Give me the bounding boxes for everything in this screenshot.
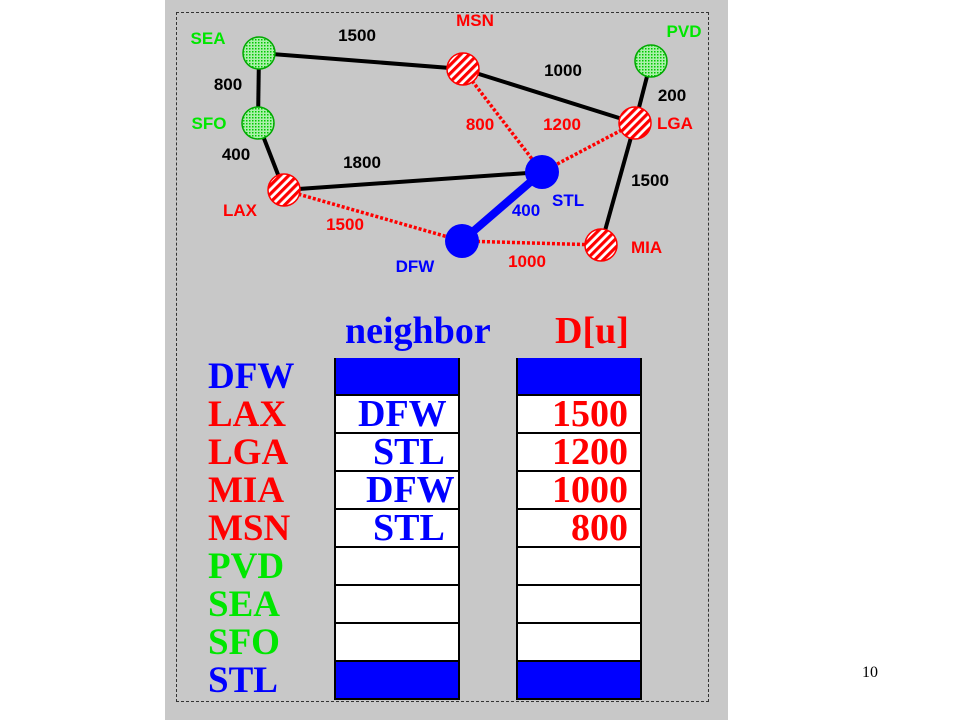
edge-lax-stl: [283, 170, 543, 192]
neighbor-cell-lax: DFW: [336, 395, 458, 434]
node-msn: [446, 52, 480, 86]
distance-cell-stl: [518, 662, 640, 700]
edge-weight-lax-stl: 1800: [343, 153, 381, 172]
node-label-sfo: SFO: [192, 114, 227, 133]
distance-cell-lga: 1200: [518, 433, 640, 472]
neighbor-cell-mia: DFW: [336, 471, 458, 510]
vertex-label-stl: STL: [208, 660, 278, 701]
edge-weight-dfw-stl: 400: [512, 201, 540, 220]
neighbor-cell-lga: STL: [336, 433, 458, 472]
dashed-frame: [176, 12, 709, 702]
node-sfo: [241, 106, 275, 140]
node-label-lax: LAX: [223, 201, 258, 220]
edge-weight-msn-stl: 800: [466, 115, 494, 134]
node-lax: [267, 173, 301, 207]
node-label-pvd: PVD: [667, 22, 702, 41]
edge-weight-sea-sfo: 800: [214, 75, 242, 94]
neighbor-cell-sfo: [336, 624, 458, 662]
edge-lga-stl: [541, 121, 636, 174]
distance-cell-dfw: [518, 358, 640, 396]
vertex-label-pvd: PVD: [208, 546, 285, 587]
neighbor-cell-stl: [336, 662, 458, 700]
edge-lga-mia: [599, 122, 637, 246]
node-label-msn: MSN: [456, 11, 494, 30]
edge-dfw-mia: [461, 239, 602, 247]
edge-dfw-stl: [459, 168, 545, 245]
node-label-mia: MIA: [631, 238, 662, 257]
edge-weight-lga-stl: 1200: [543, 115, 581, 134]
vertex-label-dfw: DFW: [208, 356, 295, 397]
neighbor-cell-pvd: [336, 548, 458, 586]
distance-cell-msn: 800: [518, 509, 640, 548]
edge-weight-lga-mia: 1500: [631, 171, 669, 190]
neighbor-cell-dfw: [336, 358, 458, 396]
vertex-label-mia: MIA: [208, 470, 285, 511]
edge-weight-sfo-lax: 400: [222, 145, 250, 164]
edge-lax-dfw: [283, 188, 463, 243]
edge-weight-dfw-mia: 1000: [508, 252, 546, 271]
vertex-label-lax: LAX: [208, 394, 287, 435]
node-label-lga: LGA: [657, 114, 693, 133]
neighbor-cell-sea: [336, 586, 458, 624]
distance-cell-pvd: [518, 548, 640, 586]
node-lga: [618, 106, 652, 140]
neighbor-header: neighbor: [345, 310, 491, 352]
node-dfw: [445, 224, 479, 258]
vertex-label-sea: SEA: [208, 584, 280, 625]
edge-sea-msn: [258, 51, 464, 71]
edge-msn-lga: [462, 67, 636, 125]
vertex-label-lga: LGA: [208, 432, 289, 473]
node-pvd: [634, 44, 668, 78]
node-stl: [525, 155, 559, 189]
distance-cell-sea: [518, 586, 640, 624]
vertex-label-sfo: SFO: [208, 622, 280, 663]
distance-header: D[u]: [555, 310, 629, 352]
neighbor-cell-msn: STL: [336, 509, 458, 548]
edge-msn-stl: [461, 67, 544, 174]
edge-weight-pvd-lga: 200: [658, 86, 686, 105]
vertex-label-msn: MSN: [208, 508, 291, 549]
node-label-dfw: DFW: [396, 257, 436, 276]
distance-cell-lax: 1500: [518, 395, 640, 434]
edge-weight-msn-lga: 1000: [544, 61, 582, 80]
distance-cell-mia: 1000: [518, 471, 640, 510]
edge-weight-lax-dfw: 1500: [326, 215, 364, 234]
node-label-sea: SEA: [191, 29, 226, 48]
node-sea: [242, 36, 276, 70]
page-number: 10: [862, 664, 878, 681]
graph-diagram: 1500 800 400 1000 200 1500 1800 800 1200 1500 1000…: [191, 11, 702, 276]
node-mia: [584, 228, 618, 262]
distance-cell-sfo: [518, 624, 640, 662]
edge-weight-sea-msn: 1500: [338, 26, 376, 45]
node-label-stl: STL: [552, 191, 584, 210]
